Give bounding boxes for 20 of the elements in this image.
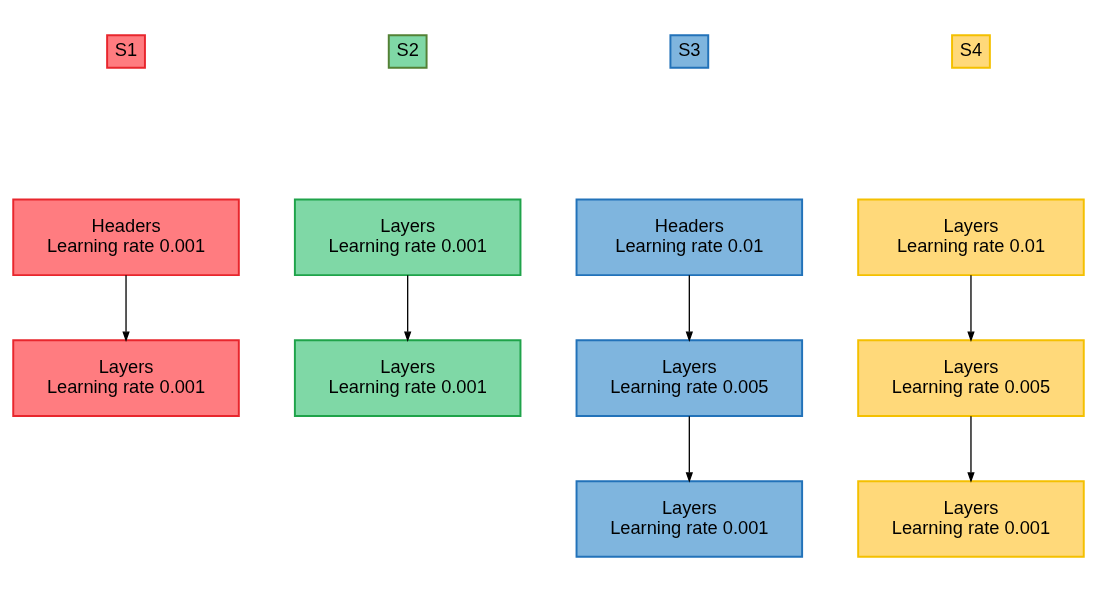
arrow: [685, 415, 693, 483]
arrow: [404, 274, 412, 342]
node-box: Layers Learning rate 0.001: [12, 339, 240, 417]
node-box: S3: [669, 34, 710, 69]
arrow: [122, 274, 130, 342]
node-box: Layers Learning rate 0.005: [575, 339, 804, 417]
node-box: S1: [106, 34, 146, 69]
arrow: [685, 274, 693, 342]
node-box: Layers Learning rate 0.001: [575, 480, 804, 558]
node-box: Layers Learning rate 0.001: [293, 339, 522, 417]
node-box: S4: [951, 34, 991, 69]
arrow: [967, 415, 975, 483]
node-box: S2: [387, 34, 428, 69]
node-box: Layers Learning rate 0.001: [293, 198, 522, 277]
node-box: Layers Learning rate 0.001: [857, 480, 1085, 558]
node-box: Layers Learning rate 0.005: [857, 339, 1085, 417]
node-box: Layers Learning rate 0.01: [857, 198, 1085, 277]
node-box: Headers Learning rate 0.001: [12, 198, 240, 277]
node-box: Headers Learning rate 0.01: [575, 198, 804, 277]
arrow: [967, 274, 975, 342]
